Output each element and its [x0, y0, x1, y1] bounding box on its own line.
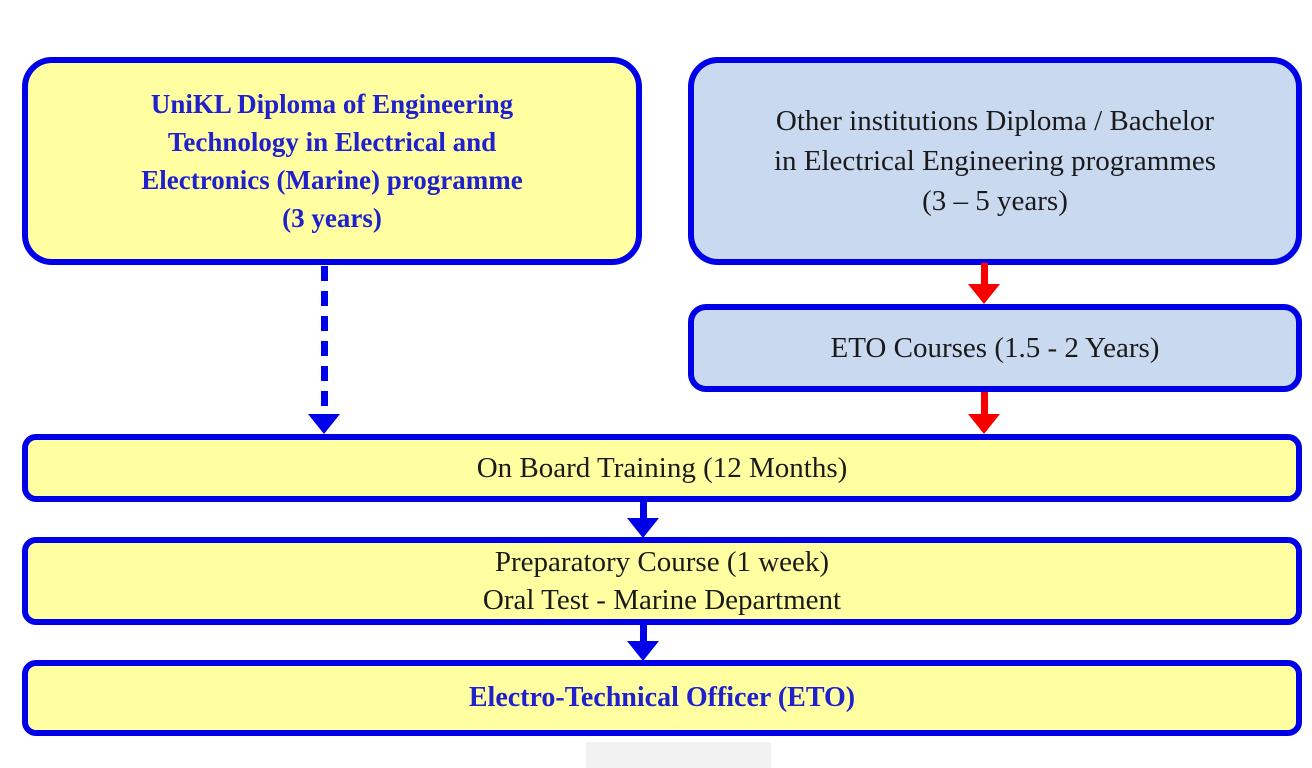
dashed-arrow-shaft — [321, 266, 328, 416]
other-institutions-box: Other institutions Diploma / Bachelor in… — [688, 57, 1302, 265]
red-arrow-head — [968, 414, 1000, 434]
blue-arrow-shaft — [640, 625, 647, 642]
unikl-diploma-box: UniKL Diploma of Engineering Technology … — [22, 57, 642, 265]
preparatory-course-box: Preparatory Course (1 week) Oral Test - … — [22, 537, 1302, 625]
dashed-arrow-head — [308, 414, 340, 434]
blue-arrow-head — [627, 641, 659, 661]
eto-courses-box: ETO Courses (1.5 - 2 Years) — [688, 304, 1302, 392]
red-arrow-head — [968, 284, 1000, 304]
bottom-gray-artifact — [586, 742, 771, 768]
blue-arrow-head — [627, 518, 659, 538]
red-arrow-shaft — [981, 392, 988, 415]
blue-arrow-shaft — [640, 502, 647, 519]
on-board-training-box: On Board Training (12 Months) — [22, 434, 1302, 502]
red-arrow-shaft — [981, 263, 988, 286]
eto-officer-box: Electro-Technical Officer (ETO) — [22, 660, 1302, 736]
